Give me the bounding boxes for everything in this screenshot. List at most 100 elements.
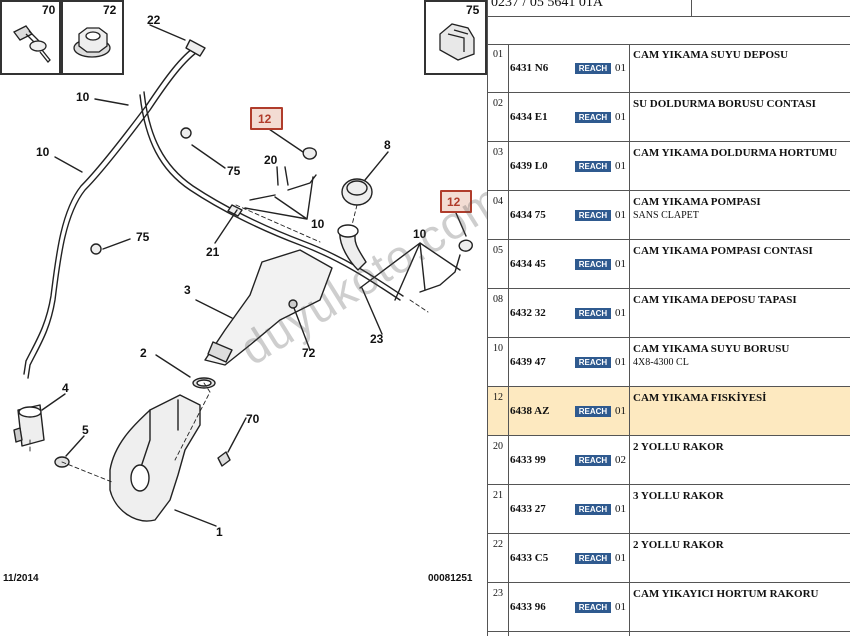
part-name: 2 YOLLU RAKOR (633, 441, 724, 453)
diagram-panel: 70 72 75 (0, 0, 512, 584)
thumbnail-part-72[interactable]: 72 (61, 0, 124, 75)
reach-badge[interactable]: REACH (575, 602, 611, 613)
parts-table-header: 0237 / 05 5641 01A (488, 0, 850, 17)
exploded-view-drawing: 22 10 10 12 75 20 10 8 12 75 21 10 3 23 … (13, 13, 473, 539)
part-quantity: 01 (615, 503, 626, 515)
part-index: 10 (493, 343, 503, 354)
callout-70: 70 (246, 412, 260, 426)
part-index: 20 (493, 441, 503, 452)
callout-1: 1 (216, 525, 223, 539)
callout-75: 75 (227, 164, 241, 178)
part-number: 6434 E1 (510, 111, 548, 123)
part-index: 22 (493, 539, 503, 550)
part-index: 23 (493, 588, 503, 599)
hose-left (27, 49, 201, 379)
parts-row[interactable]: 20 6433 99 REACH 02 2 YOLLU RAKOR (488, 436, 850, 485)
part-name: CAM YIKAYICI HORTUM RAKORU (633, 588, 819, 600)
part-index: 05 (493, 245, 503, 256)
callout-12: 12 (258, 112, 272, 126)
reach-badge[interactable]: REACH (575, 504, 611, 515)
thumbnail-part-70[interactable]: 70 (0, 0, 61, 75)
part-number: 6434 45 (510, 258, 546, 270)
part-quantity: 01 (615, 111, 626, 123)
reach-badge[interactable]: REACH (575, 112, 611, 123)
part-detail: 4X8-4300 CL (633, 357, 689, 368)
reach-badge[interactable]: REACH (575, 406, 611, 417)
part-number: 6434 75 (510, 209, 546, 221)
diagram-reference-number: 00081251 (428, 573, 473, 584)
parts-row[interactable]: 04 6434 75 REACH 01 CAM YIKAMA POMPASI SANS C… (488, 191, 850, 240)
part-index: 08 (493, 294, 503, 305)
part-name: 2 YOLLU RAKOR (633, 539, 724, 551)
callout-72: 72 (302, 346, 316, 360)
callout-23: 23 (370, 332, 384, 346)
header-divider (691, 0, 692, 16)
callout-5: 5 (82, 423, 89, 437)
part-number: 6433 99 (510, 454, 546, 466)
callout-10: 10 (311, 217, 325, 231)
catalog-reference: 0237 / 05 5641 01A (491, 0, 603, 10)
part-name: CAM YIKAMA DOLDURMA HORTUMU (633, 147, 838, 159)
part-index: 02 (493, 98, 503, 109)
part-index: 01 (493, 49, 503, 60)
column-divider (508, 44, 509, 636)
part-name: CAM YIKAMA DEPOSU TAPASI (633, 294, 797, 306)
part-quantity: 01 (615, 405, 626, 417)
reach-badge[interactable]: REACH (575, 308, 611, 319)
callout-10: 10 (76, 90, 90, 104)
part-index: 04 (493, 196, 503, 207)
parts-row[interactable]: 03 6439 L0 REACH 01 CAM YIKAMA DOLDURMA HORT… (488, 142, 850, 191)
part-name: CAM YIKAMA FISKİYESİ (633, 392, 767, 404)
part-name: CAM YIKAMA POMPASI (633, 196, 761, 208)
reach-badge[interactable]: REACH (575, 161, 611, 172)
thumbnail-part-75[interactable]: 75 (424, 0, 487, 75)
parts-row[interactable]: 12 6438 AZ REACH 01 CAM YIKAMA FISKİYESİ (488, 387, 850, 436)
reach-badge[interactable]: REACH (575, 210, 611, 221)
callout-10: 10 (413, 227, 427, 241)
part-number: 6433 C5 (510, 552, 549, 564)
parts-table-subheader (488, 16, 850, 45)
part-quantity: 01 (615, 209, 626, 221)
washer-reservoir (109, 394, 201, 522)
clip-icon (439, 23, 475, 61)
filler-pipe (204, 249, 333, 366)
part-number: 6438 AZ (510, 405, 550, 417)
part-number: 6431 N6 (510, 62, 549, 74)
reach-badge[interactable]: REACH (575, 259, 611, 270)
diagram-date: 11/2014 (3, 573, 39, 584)
part-index: 03 (493, 147, 503, 158)
thumbnail-label: 72 (103, 3, 117, 17)
part-name: SU DOLDURMA BORUSU CONTASI (633, 98, 816, 110)
parts-row[interactable]: 10 6439 47 REACH 01 CAM YIKAMA SUYU BORUSU 4X… (488, 338, 850, 387)
part-number: 6433 96 (510, 601, 546, 613)
part-quantity: 02 (615, 454, 626, 466)
parts-row[interactable]: 02 6434 E1 REACH 01 SU DOLDURMA BORUSU CONTA… (488, 93, 850, 142)
part-index: 12 (493, 392, 503, 403)
part-detail: SANS CLAPET (633, 210, 699, 221)
part-number: 6439 L0 (510, 160, 548, 172)
part-quantity: 01 (615, 160, 626, 172)
reach-badge[interactable]: REACH (575, 357, 611, 368)
part-number: 6439 47 (510, 356, 546, 368)
callout-21: 21 (206, 245, 220, 259)
callout-2: 2 (140, 346, 147, 360)
part-name: CAM YIKAMA SUYU BORUSU (633, 343, 790, 355)
bolt-icon (13, 25, 51, 63)
reach-badge[interactable]: REACH (575, 63, 611, 74)
callout-22: 22 (147, 13, 161, 27)
part-name: CAM YIKAMA POMPASI CONTASI (633, 245, 813, 257)
callout-20: 20 (264, 153, 278, 167)
parts-row[interactable]: 23 6433 96 REACH 01 CAM YIKAYICI HORTUM RAKO… (488, 583, 850, 632)
callout-8: 8 (384, 138, 391, 152)
part-quantity: 01 (615, 356, 626, 368)
part-quantity: 01 (615, 601, 626, 613)
reach-badge[interactable]: REACH (575, 553, 611, 564)
callout-10: 10 (36, 145, 50, 159)
reach-badge[interactable]: REACH (575, 455, 611, 466)
